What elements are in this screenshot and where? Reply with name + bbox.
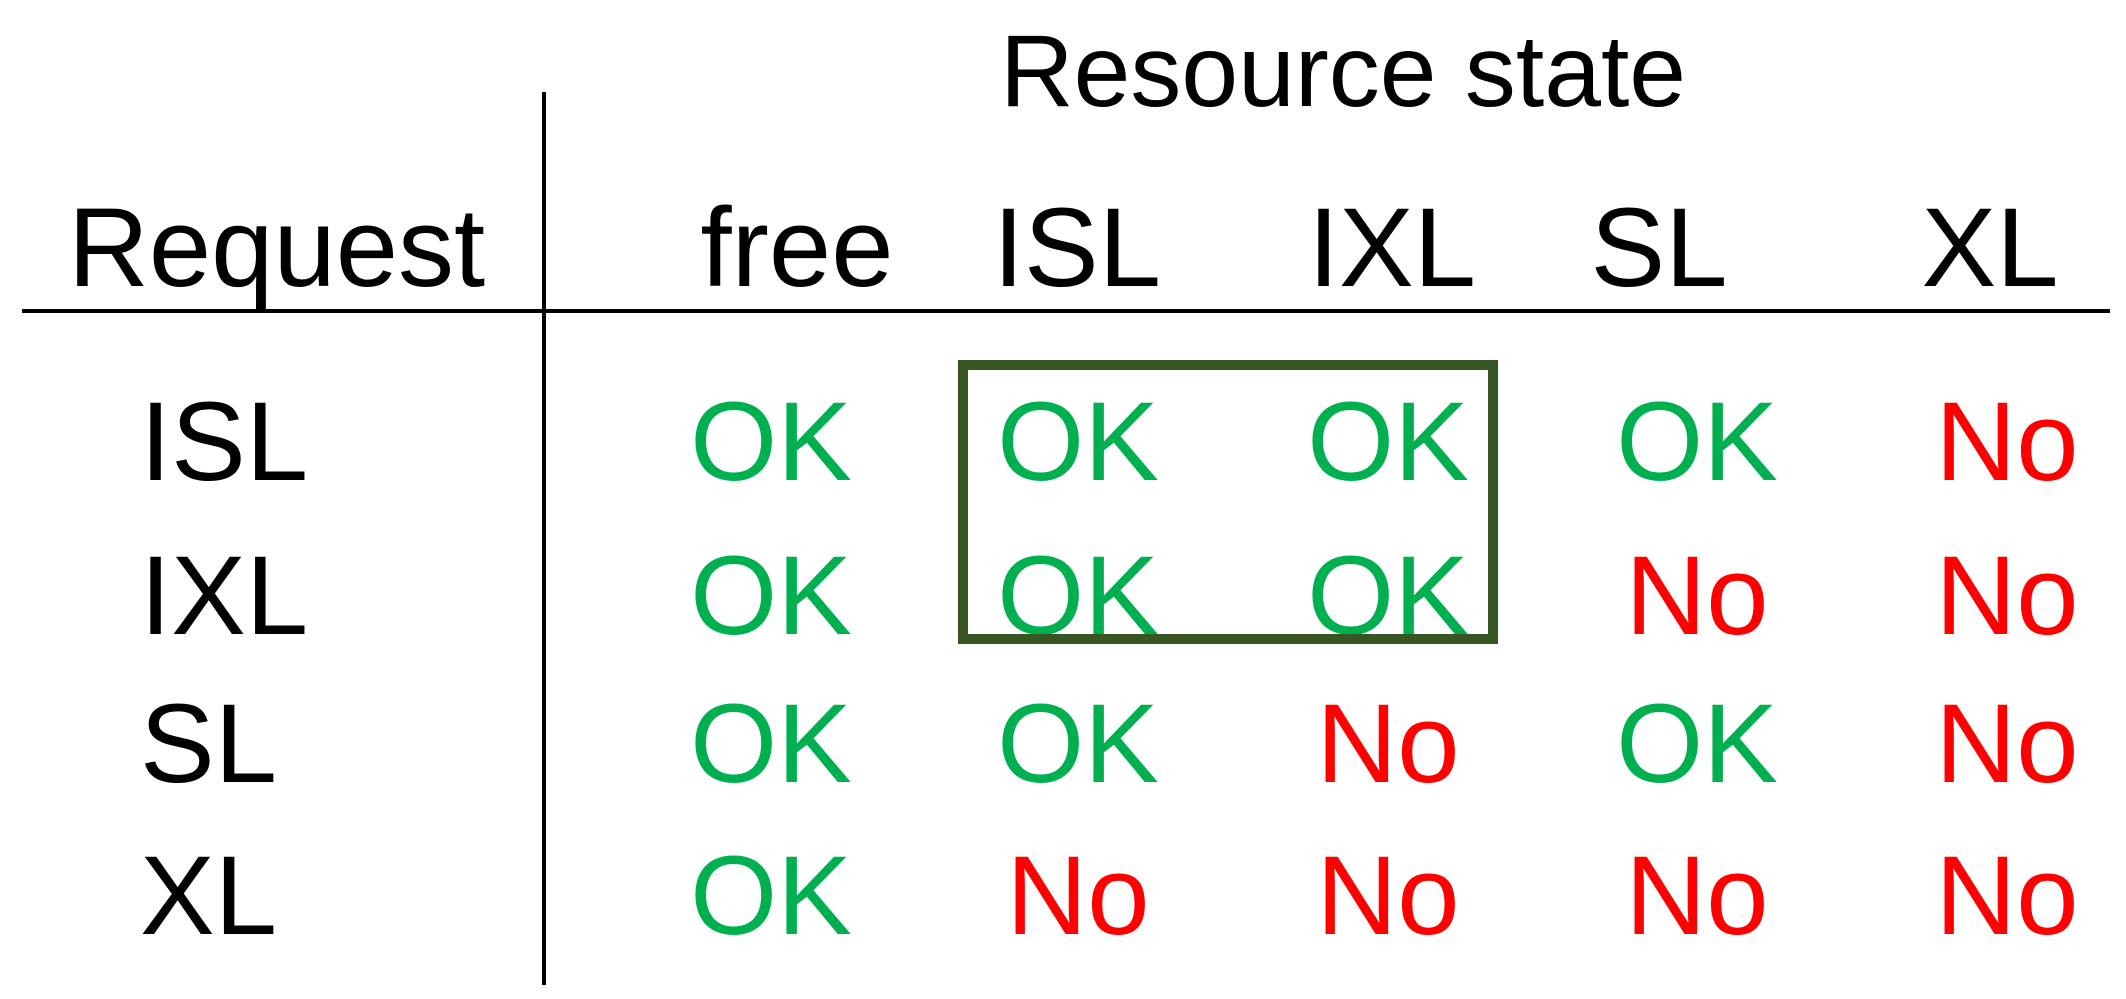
column-header-isl: ISL: [992, 185, 1162, 310]
column-header-xl: XL: [1921, 185, 2059, 310]
cell-sl-xl: No: [1935, 681, 2079, 806]
cell-ixl-sl: No: [1625, 533, 1769, 658]
cell-sl-isl: OK: [997, 681, 1159, 806]
vertical-divider: [542, 92, 546, 985]
cell-ixl-isl: OK: [997, 533, 1159, 658]
cell-ixl-free: OK: [690, 533, 852, 658]
cell-ixl-xl: No: [1935, 533, 2079, 658]
cell-isl-xl: No: [1935, 379, 2079, 504]
request-label: Request: [68, 185, 486, 310]
row-label-ixl: IXL: [140, 533, 309, 658]
cell-isl-ixl: OK: [1307, 379, 1469, 504]
highlight-box: [958, 360, 1498, 644]
cell-xl-ixl: No: [1316, 833, 1460, 958]
cell-xl-free: OK: [690, 833, 852, 958]
column-header-ixl: IXL: [1307, 185, 1477, 310]
cell-sl-sl: OK: [1616, 681, 1778, 806]
cell-isl-free: OK: [690, 379, 852, 504]
row-label-sl: SL: [140, 681, 277, 806]
cell-xl-isl: No: [1006, 833, 1150, 958]
cell-isl-isl: OK: [997, 379, 1159, 504]
horizontal-divider: [22, 309, 2110, 313]
column-header-free: free: [700, 185, 894, 310]
column-header-sl: SL: [1590, 185, 1728, 310]
cell-ixl-ixl: OK: [1307, 533, 1469, 658]
row-label-isl: ISL: [140, 379, 309, 504]
cell-sl-ixl: No: [1316, 681, 1460, 806]
cell-xl-sl: No: [1625, 833, 1769, 958]
row-label-xl: XL: [140, 833, 277, 958]
cell-xl-xl: No: [1935, 833, 2079, 958]
cell-isl-sl: OK: [1616, 379, 1778, 504]
resource-state-title: Resource state: [1000, 14, 1687, 128]
cell-sl-free: OK: [690, 681, 852, 806]
